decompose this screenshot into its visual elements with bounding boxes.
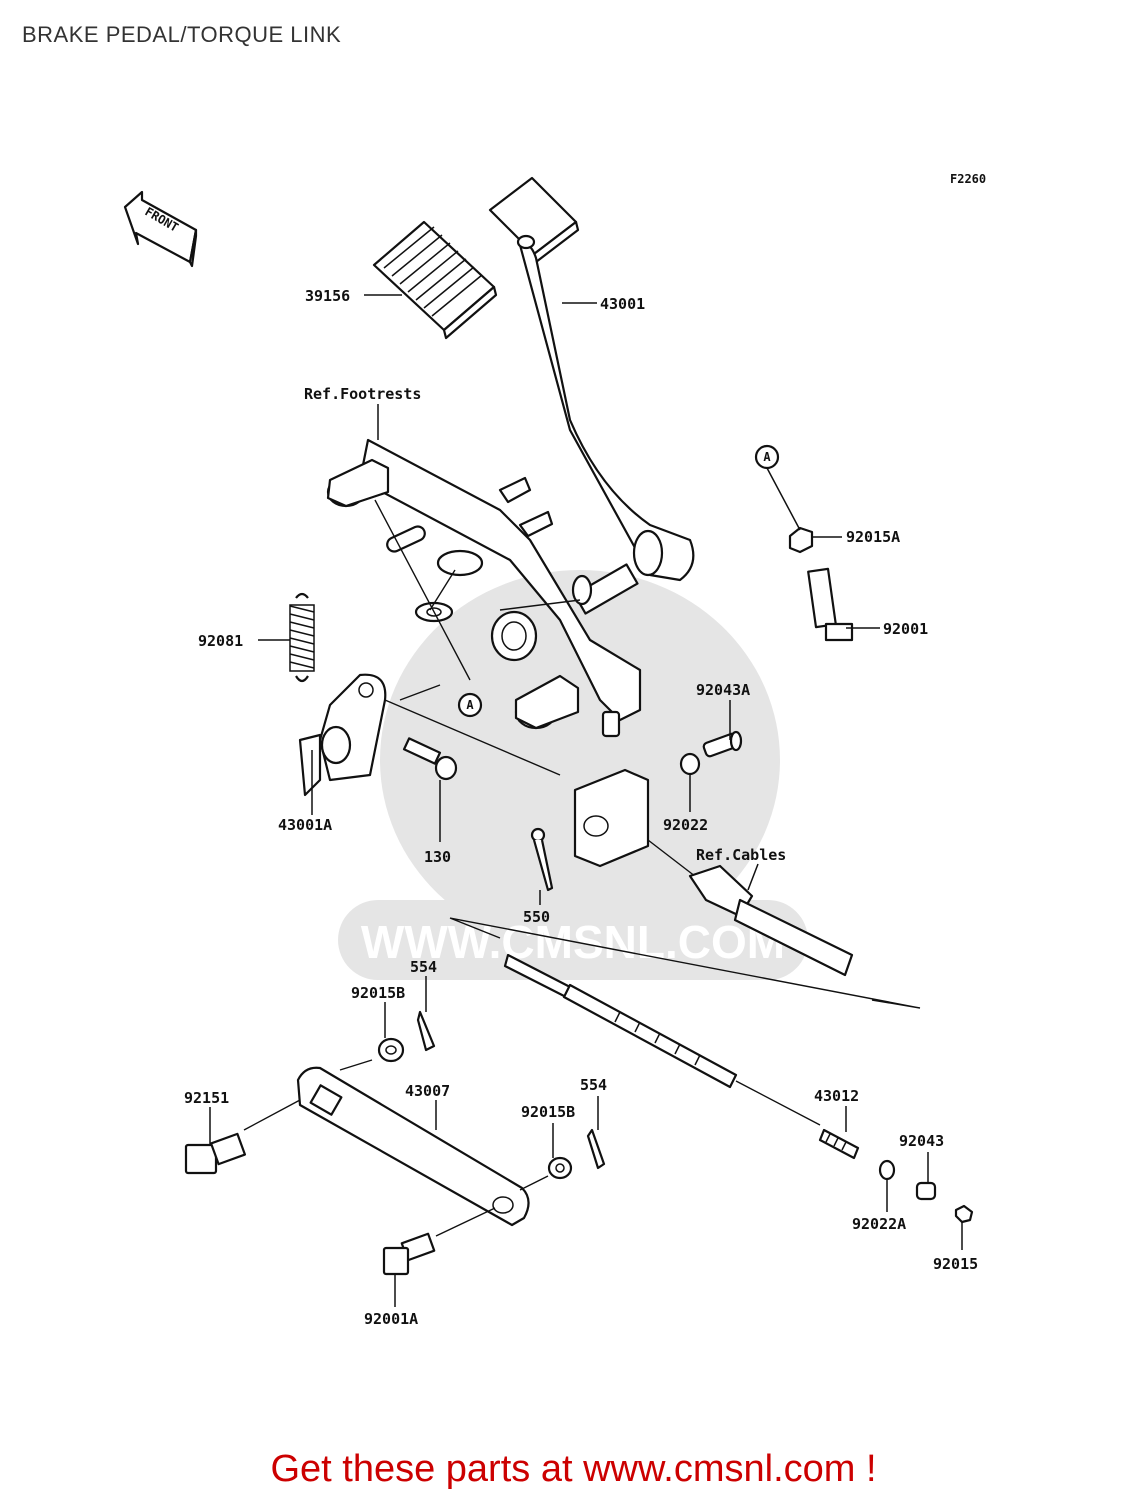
brake-lever-arm <box>298 673 561 797</box>
label-43001: 43001 <box>600 295 645 313</box>
label-43012: 43012 <box>814 1087 859 1105</box>
label-92015b-top: 92015B <box>351 984 405 1002</box>
bolt-92001 <box>807 567 854 642</box>
label-92015: 92015 <box>933 1255 978 1273</box>
part-labels: 39156 43001 Ref.Footrests 92015A 92001 9… <box>184 287 978 1328</box>
label-92001a: 92001A <box>364 1310 418 1328</box>
pivot-hardware <box>374 499 581 701</box>
reference-marker-a-top: A <box>754 444 801 531</box>
label-ref-footrests: Ref.Footrests <box>304 385 421 403</box>
pedal-shaft <box>571 529 664 615</box>
label-92151: 92151 <box>184 1089 229 1107</box>
label-554-bottom: 554 <box>580 1076 607 1094</box>
brake-cable <box>449 839 921 1126</box>
front-arrow-icon: FRONT <box>123 190 198 268</box>
washer-92022 <box>679 752 701 776</box>
label-92043a: 92043A <box>696 681 750 699</box>
label-550: 550 <box>523 908 550 926</box>
label-92043: 92043 <box>899 1132 944 1150</box>
label-43001a: 43001A <box>278 816 332 834</box>
label-92001: 92001 <box>883 620 928 638</box>
washer-92022a <box>878 1159 896 1181</box>
label-92022: 92022 <box>663 816 708 834</box>
leader-lines <box>209 294 963 1307</box>
svg-text:A: A <box>763 450 771 464</box>
figure-code: F2260 <box>950 172 986 186</box>
pin-92043 <box>915 1181 937 1201</box>
bolt-92001a <box>382 1207 496 1276</box>
label-92015b-bottom: 92015B <box>521 1103 575 1121</box>
page-title: BRAKE PEDAL/TORQUE LINK <box>22 22 342 47</box>
footrest-bracket <box>326 438 642 738</box>
bolt-92151 <box>184 1099 301 1175</box>
rubber-pedal-pad <box>372 220 498 340</box>
nut-92015 <box>954 1204 974 1224</box>
bolt-130 <box>402 737 458 781</box>
label-92015a: 92015A <box>846 528 900 546</box>
pedal-plate <box>488 176 695 582</box>
nut-92015a <box>788 526 814 554</box>
cotter-pin-550 <box>530 827 554 892</box>
return-spring <box>289 592 315 683</box>
label-39156: 39156 <box>305 287 350 305</box>
reference-marker-a-bottom: A <box>457 692 483 718</box>
cable-clevis <box>573 768 650 868</box>
nut-92015b-bottom <box>519 1156 573 1191</box>
label-92081: 92081 <box>198 632 243 650</box>
spring-43012 <box>818 1128 860 1160</box>
label-43007: 43007 <box>405 1082 450 1100</box>
torque-link <box>296 1066 530 1227</box>
label-554-top: 554 <box>410 958 437 976</box>
svg-text:A: A <box>466 698 474 712</box>
label-ref-cables: Ref.Cables <box>696 846 786 864</box>
footer-promo-link[interactable]: Get these parts at www.cmsnl.com ! <box>270 1448 877 1490</box>
label-92022a: 92022A <box>852 1215 906 1233</box>
label-130: 130 <box>424 848 451 866</box>
nut-92015b-top <box>339 1037 405 1071</box>
clip-554-bottom <box>586 1128 606 1170</box>
clip-554-top <box>416 1010 436 1052</box>
